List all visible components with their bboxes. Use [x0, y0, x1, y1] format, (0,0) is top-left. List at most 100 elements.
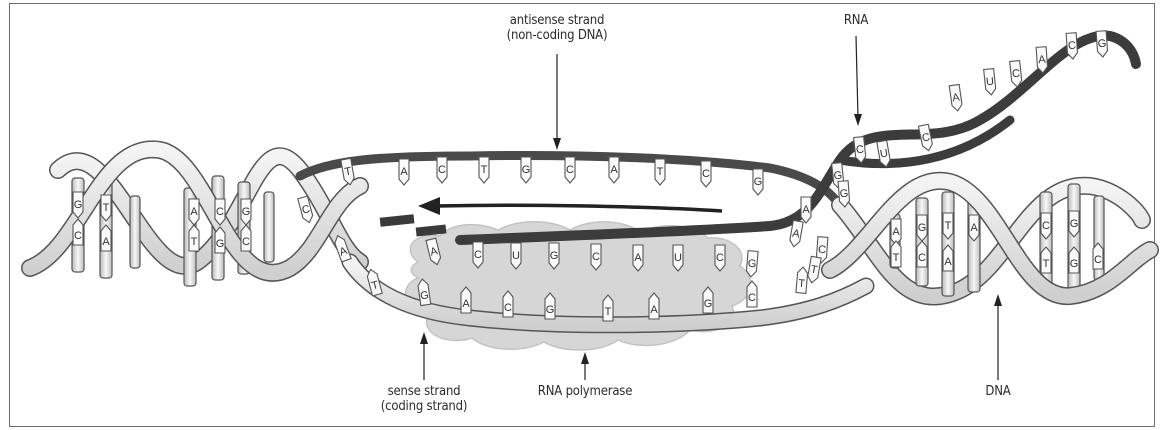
base-letter: G — [1070, 258, 1079, 270]
antisense-strand-label: antisense strand (non-coding DNA) — [490, 13, 624, 43]
base-rna-transcript-5: A — [633, 245, 643, 271]
base-rna-transcript-1: C — [473, 242, 483, 268]
base-antisense-bubble-8: C — [701, 161, 711, 187]
base-rna-tail-5: U — [984, 69, 997, 96]
base-letter: G — [1097, 38, 1106, 51]
base-letter: C — [716, 252, 724, 264]
base-letter: G — [419, 289, 429, 302]
base-sense-bubble-9: C — [747, 281, 757, 307]
base-right-helix-top-3: A — [969, 215, 979, 241]
base-letter: A — [610, 164, 618, 176]
base-rna-transcript-6: U — [673, 245, 683, 271]
base-junction-4: T — [807, 256, 821, 283]
base-right-helix-bottom-0: T — [891, 241, 901, 267]
base-letter: C — [748, 292, 756, 304]
base-rna-transcript-7: C — [715, 245, 725, 271]
base-right-helix-bottom-5: C — [1093, 243, 1103, 269]
base-right-helix-bottom-3: T — [1041, 247, 1051, 273]
base-sense-bubble-6: T — [603, 295, 613, 321]
base-letter: T — [798, 278, 806, 291]
base-left-helix-bottom-4: C — [241, 225, 251, 251]
base-letter: T — [481, 164, 488, 176]
base-letter: T — [893, 252, 900, 264]
base-letter: A — [944, 256, 952, 268]
antisense-label-line1: antisense strand — [490, 13, 624, 28]
base-letter: C — [438, 164, 446, 176]
base-junction-0: A — [801, 197, 811, 223]
base-left-helix-bottom-0: C — [73, 219, 83, 245]
base-rna-transcript-3: G — [549, 243, 559, 269]
base-sense-bubble-5: G — [545, 293, 555, 319]
base-letter: A — [650, 304, 658, 316]
base-letter: G — [546, 304, 555, 316]
base-rna-tail-4: A — [949, 84, 963, 111]
base-letter: U — [512, 250, 520, 262]
base-letter: T — [945, 220, 952, 232]
base-letter: G — [74, 199, 83, 211]
base-letter: G — [754, 176, 763, 188]
base-letter: C — [1042, 220, 1050, 232]
base-rna-tail-9: G — [1096, 31, 1108, 58]
base-rna-transcript-2: U — [511, 243, 521, 269]
base-left-helix-top-1: T — [101, 195, 111, 221]
base-letter: G — [918, 222, 927, 234]
sense-label-line2: (coding strand) — [372, 399, 476, 414]
base-letter: C — [1011, 68, 1020, 81]
base-sense-bubble-7: A — [649, 293, 659, 319]
base-sense-bubble-10: T — [796, 267, 808, 294]
base-antisense-bubble-6: A — [609, 157, 619, 183]
base-letter: A — [802, 204, 810, 216]
base-letter: U — [985, 76, 994, 89]
base-letter: C — [74, 230, 82, 242]
base-left-helix-bottom-2: T — [189, 225, 199, 251]
base-letter: C — [702, 168, 710, 180]
base-left-helix-top-2: A — [189, 199, 199, 225]
base-letter: C — [566, 164, 574, 176]
base-right-helix-bottom-4: G — [1069, 247, 1079, 273]
base-antisense-bubble-5: C — [565, 157, 575, 183]
base-letter: T — [191, 236, 198, 248]
base-letter: C — [1068, 40, 1077, 53]
base-letter: C — [1094, 254, 1102, 266]
base-letter: G — [704, 298, 713, 310]
base-rna-transcript-8: G — [746, 251, 758, 278]
base-letter: G — [833, 170, 843, 183]
rna-label: RNA — [836, 13, 876, 28]
base-letter: G — [839, 188, 848, 201]
base-letter: A — [190, 206, 198, 218]
base-letter: T — [1043, 258, 1050, 270]
base-letter: G — [242, 206, 251, 218]
base-letter: C — [504, 302, 512, 314]
base-letter: A — [102, 236, 110, 248]
sense-strand-label: sense strand (coding strand) — [372, 384, 476, 414]
base-antisense-bubble-1: A — [399, 159, 409, 185]
released-fragments — [380, 214, 447, 236]
base-sense-bubble-8: G — [703, 287, 713, 313]
base-letter: G — [216, 238, 225, 250]
base-letter: A — [970, 222, 978, 234]
base-left-helix-bottom-1: A — [101, 225, 111, 251]
base-letter: G — [1070, 218, 1079, 230]
transcription-direction-arrow — [436, 205, 722, 211]
base-letter: A — [400, 166, 408, 178]
base-letter: U — [674, 252, 682, 264]
base-right-helix-top-2: T — [943, 213, 953, 239]
base-left-helix-top-4: G — [241, 199, 251, 225]
base-rna-transcript-4: C — [591, 244, 601, 270]
base-sense-bubble-4: C — [503, 291, 513, 317]
sense-label-line1: sense strand — [372, 384, 476, 399]
base-letter: C — [242, 236, 250, 248]
base-letter: T — [103, 202, 110, 214]
base-right-helix-top-1: G — [917, 215, 927, 241]
base-rna-tail-3: C — [918, 124, 933, 152]
base-antisense-bubble-9: G — [753, 169, 763, 195]
base-rna-tail-6: C — [1010, 61, 1023, 88]
base-antisense-bubble-4: G — [521, 157, 531, 183]
base-right-helix-top-5: G — [1069, 211, 1079, 237]
rna-polymerase-label: RNA polymerase — [524, 384, 646, 399]
base-letter: G — [522, 164, 531, 176]
base-right-helix-bottom-2: A — [943, 245, 953, 271]
base-letter: G — [747, 258, 757, 271]
base-letter: C — [592, 251, 600, 263]
